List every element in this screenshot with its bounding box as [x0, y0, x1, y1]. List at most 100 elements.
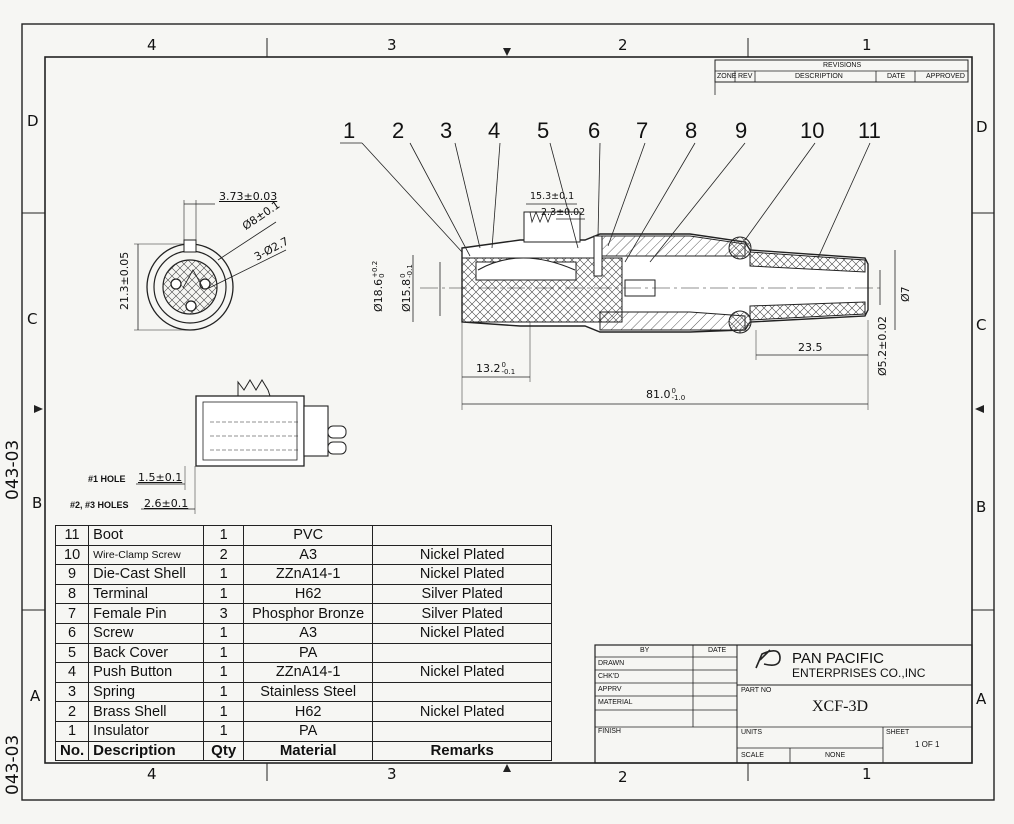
bom-cell-desc: Die-Cast Shell	[88, 564, 205, 585]
tb-row-finish: FINISH	[598, 728, 621, 735]
zone-col-bottom-1: 1	[862, 765, 872, 783]
dim-len-total-tol-upper: 0	[671, 387, 676, 395]
bom-cell-qty: 1	[203, 583, 245, 605]
title-block-lines	[594, 644, 973, 764]
tb-company-line2: ENTERPRISES CO.,INC	[792, 666, 926, 680]
bom-header-mat: Material	[243, 740, 374, 762]
revisions-title: REVISIONS	[823, 62, 862, 69]
rev-col-approved: APPROVED	[926, 73, 965, 80]
bom-cell-desc: Spring	[88, 681, 205, 703]
bom-cell-desc: Brass Shell	[88, 701, 205, 722]
zone-row-right-A: A	[976, 690, 987, 708]
bom-cell-qty: 1	[203, 525, 245, 546]
bom-header-desc: Description	[88, 740, 205, 762]
dim-len-boot: 23.5	[798, 341, 823, 354]
bom-cell-no: 3	[54, 681, 90, 703]
bom-cell-rem: Nickel Plated	[372, 662, 553, 683]
hole23-value: 2.6±0.1	[144, 497, 189, 510]
front-view	[134, 200, 287, 331]
bom-cell-mat: Phosphor Bronze	[243, 603, 374, 624]
zone-col-top-2: 2	[618, 36, 628, 54]
hole1-label: #1 HOLE	[88, 474, 126, 484]
callout-9: 9	[735, 118, 748, 143]
tb-row-drawn: DRAWN	[598, 660, 625, 667]
zone-row-right-D: D	[976, 118, 988, 136]
rev-col-zone: ZONE	[717, 73, 737, 80]
dim-d2-tol-lower: -0.1	[406, 264, 414, 278]
bom-cell-no: 6	[54, 622, 90, 644]
bom-cell-qty: 1	[203, 622, 245, 644]
bom-cell-qty: 3	[203, 603, 245, 624]
dim-d1-tol-lower: 0	[378, 273, 386, 278]
bom-cell-qty: 1	[203, 720, 245, 742]
bom-cell-desc: Back Cover	[88, 642, 205, 664]
rev-col-date: DATE	[887, 73, 906, 80]
tb-row-chkd: CHK'D	[598, 673, 620, 680]
bom-cell-mat: PVC	[243, 525, 374, 546]
dim-d1-value: Ø18.6	[372, 278, 385, 312]
bom-cell-no: 5	[54, 642, 90, 664]
tb-by-label: BY	[640, 647, 650, 654]
callout-5: 5	[537, 118, 550, 143]
outer-border	[21, 23, 995, 801]
bom-cell-mat: PA	[243, 642, 374, 664]
side-view	[136, 379, 347, 514]
tb-row-apprv: APPRV	[598, 686, 622, 693]
bom-cell-no: 10	[54, 544, 90, 566]
bom-cell-no: 4	[54, 662, 90, 683]
hole1-value: 1.5±0.1	[138, 471, 183, 484]
dim-front-height: 21.3±0.05	[118, 251, 131, 310]
hole23-label: #2, #3 HOLES	[70, 500, 129, 510]
tb-units-label: UNITS	[741, 729, 762, 736]
bom-header-qty: Qty	[203, 740, 245, 762]
side-code-upper: 043-03	[3, 439, 23, 500]
bom-cell-qty: 1	[203, 662, 245, 683]
dim-top2: 2.3±0.02	[541, 207, 586, 218]
bom-cell-no: 2	[54, 701, 90, 722]
bom-cell-rem: Silver Plated	[372, 603, 553, 624]
zone-col-top-1: 1	[862, 36, 872, 54]
bom-cell-no: 7	[54, 603, 90, 624]
zone-col-bottom-3: 3	[387, 765, 397, 783]
bom-cell-desc: Wire-Clamp Screw	[88, 544, 205, 566]
dim-top1: 15.3±0.1	[530, 191, 575, 202]
dim-len1-value: 13.2	[476, 362, 501, 375]
callout-8: 8	[685, 118, 698, 143]
callout-10: 10	[800, 118, 825, 143]
bom-cell-qty: 1	[203, 681, 245, 703]
bom-cell-rem: Silver Plated	[372, 583, 553, 605]
dim-d-cable: Ø7	[899, 286, 912, 302]
bom-cell-rem	[372, 642, 553, 664]
bom-cell-rem	[372, 525, 553, 546]
bom-cell-qty: 1	[203, 642, 245, 664]
bom-cell-desc: Terminal	[88, 583, 205, 605]
side-code-lower: 043-03	[3, 734, 23, 795]
callout-6: 6	[588, 118, 601, 143]
bom-cell-no: 1	[54, 720, 90, 742]
bom-cell-rem	[372, 720, 553, 742]
dim-len1-tol-lower: -0.1	[501, 368, 516, 376]
dim-d-boot: Ø5.2±0.02	[876, 316, 889, 376]
bom-cell-qty: 1	[203, 701, 245, 722]
bom-cell-rem: Nickel Plated	[372, 544, 553, 566]
zone-row-left-A: A	[30, 687, 41, 705]
bom-cell-mat: Stainless Steel	[243, 681, 374, 703]
bom-cell-no: 9	[54, 564, 90, 585]
bom-cell-desc: Insulator	[88, 720, 205, 742]
zone-col-bottom-2: 2	[618, 768, 628, 786]
tb-row-material: MATERIAL	[598, 699, 633, 706]
